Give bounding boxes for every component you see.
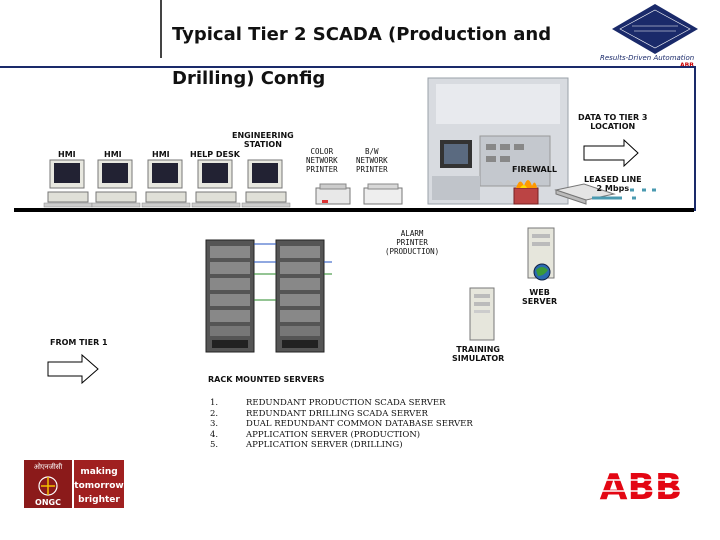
hmi-label-2: HMI: [104, 150, 122, 159]
hmi-workstation-1: [43, 159, 93, 208]
control-panel-image: [427, 77, 569, 205]
modem-router-icon: [554, 183, 616, 205]
list-text: APPLICATION SERVER (PRODUCTION): [246, 429, 421, 440]
web-server-label: WEB SERVER: [522, 288, 558, 306]
tier3-arrow: [583, 138, 639, 168]
list-item: 4. APPLICATION SERVER (PRODUCTION): [210, 430, 473, 441]
server-links: [254, 243, 332, 301]
tier1-arrow: [47, 353, 99, 385]
bw-printer-icon: [363, 183, 403, 205]
firewall-icon: [513, 180, 539, 205]
engineering-station-label: ENGINEERING STATION: [232, 131, 294, 149]
list-text: REDUNDANT DRILLING SCADA SERVER: [246, 408, 428, 419]
hmi-label-1: HMI: [58, 150, 76, 159]
list-number: 3.: [210, 419, 219, 429]
training-simulator-label: TRAINING SIMULATOR: [452, 345, 505, 363]
leased-line-label: LEASED LINE 2 Mbps: [584, 175, 642, 193]
list-item: 1. REDUNDANT PRODUCTION SCADA SERVER: [210, 398, 473, 409]
rack-servers-label: RACK MOUNTED SERVERS: [208, 375, 325, 384]
right-rule: [694, 66, 696, 211]
list-item: 5. APPLICATION SERVER (DRILLING): [210, 440, 473, 451]
hmi-label-3: HMI: [152, 150, 170, 159]
web-server-icon: [527, 227, 555, 281]
leased-line-link: [592, 188, 656, 200]
list-number: 2.: [210, 408, 219, 419]
firewall-label: FIREWALL: [512, 165, 557, 174]
training-simulator-icon: [469, 287, 495, 341]
help-desk-workstation: [191, 159, 241, 208]
color-printer-label: COLOR NETWORK PRINTER: [306, 147, 338, 174]
color-printer-icon: [315, 183, 351, 205]
help-desk-label: HELP DESK: [190, 150, 240, 159]
ongc-slogan-1: making: [80, 467, 117, 477]
company-emblem-logo: [612, 4, 698, 54]
list-item: 2. REDUNDANT DRILLING SCADA SERVER: [210, 409, 473, 420]
list-number: 4.: [210, 429, 219, 440]
ongc-logo: ओएनजीसी ONGC making tomorrow brighter: [24, 460, 124, 508]
rack-server-1: [205, 239, 255, 353]
list-text: APPLICATION SERVER (DRILLING): [246, 440, 403, 450]
alarm-printer-label: ALARM PRINTER (PRODUCTION): [385, 229, 440, 256]
ongc-hindi-text: ओएनजीसी: [34, 462, 63, 471]
list-number: 5.: [210, 440, 219, 450]
abb-logo-text: ABB: [600, 468, 683, 504]
hmi-workstation-2: [91, 159, 141, 208]
header-rule: [0, 66, 696, 68]
list-text: REDUNDANT PRODUCTION SCADA SERVER: [246, 398, 446, 408]
hmi-workstation-3: [141, 159, 191, 208]
ongc-slogan-2: tomorrow: [74, 481, 123, 491]
tagline: Results-Driven Automation: [600, 54, 695, 62]
list-number: 1.: [210, 398, 219, 408]
rack-server-2: [275, 239, 325, 353]
engineering-workstation: [241, 159, 291, 208]
server-list: 1. REDUNDANT PRODUCTION SCADA SERVER 2. …: [210, 398, 473, 451]
data-to-tier3-label: DATA TO TIER 3 LOCATION: [578, 113, 648, 131]
list-item: 3. DUAL REDUNDANT COMMON DATABASE SERVER: [210, 419, 473, 430]
title-line-2: Drilling) Config: [172, 68, 326, 89]
from-tier1-label: FROM TIER 1: [50, 338, 108, 347]
page-title: Typical Tier 2 SCADA (Production and Dri…: [172, 2, 551, 112]
bw-printer-label: B/W NETWORK PRINTER: [356, 147, 388, 174]
network-bus-line: [14, 208, 694, 212]
abb-logo: ABB: [598, 468, 684, 504]
ongc-slogan-3: brighter: [78, 495, 120, 505]
ongc-text: ONGC: [35, 498, 61, 507]
title-line-1: Typical Tier 2 SCADA (Production and: [172, 24, 552, 45]
list-text: DUAL REDUNDANT COMMON DATABASE SERVER: [246, 419, 473, 429]
abb-small-mark: ABB: [680, 62, 694, 69]
title-divider: [160, 0, 162, 58]
